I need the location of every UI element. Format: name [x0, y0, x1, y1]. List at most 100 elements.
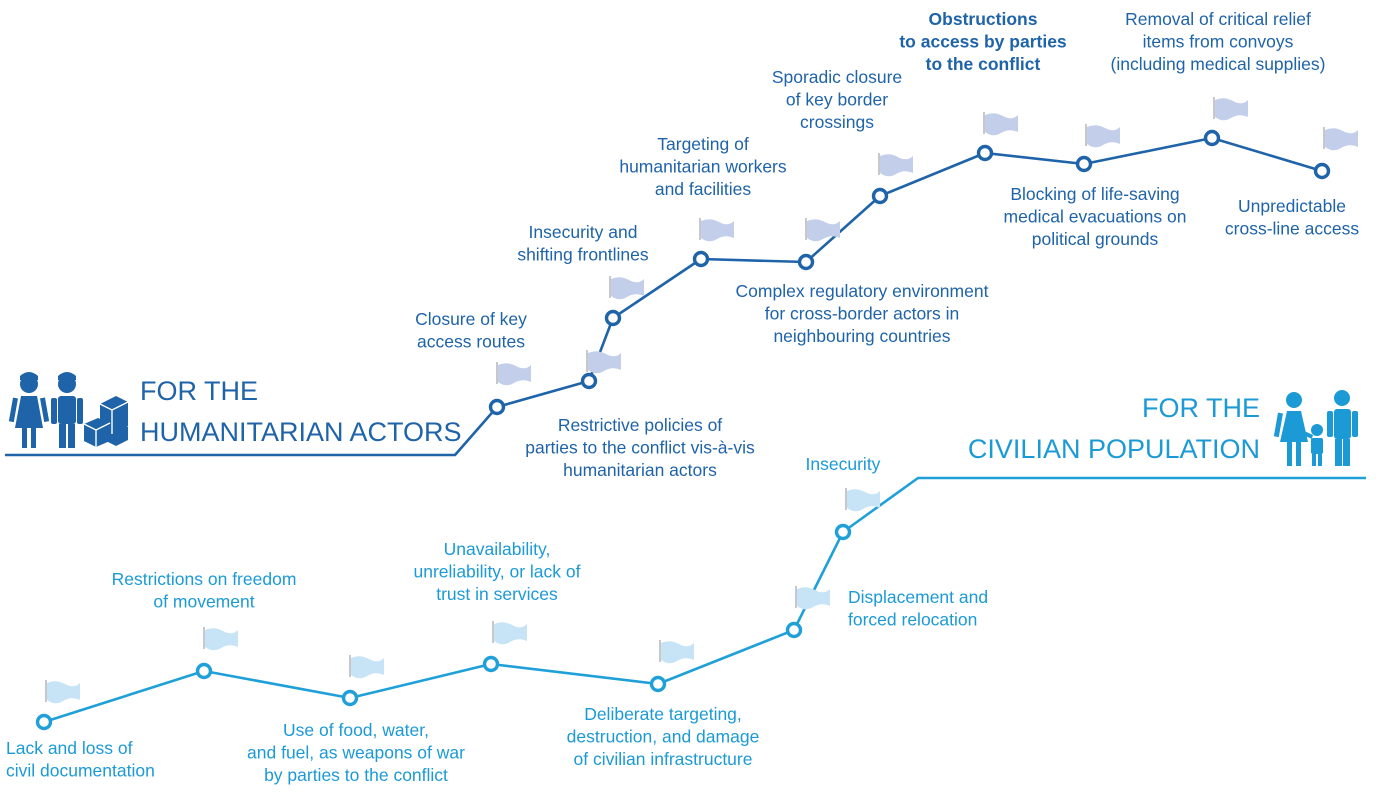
civilian-title-line2: CIVILIAN POPULATION: [968, 434, 1260, 464]
civilian-step-3-label: Use of food, water, and fuel, as weapons …: [247, 720, 465, 785]
humanitarian-flag-icon: [1323, 127, 1358, 151]
humanitarian-flag-icon: [805, 218, 840, 242]
civilian-step-2-label-line: of movement: [153, 592, 254, 612]
humanitarian-step-8-label-line: political grounds: [1032, 229, 1159, 249]
humanitarian-step-3-label-line: Insecurity and: [529, 222, 638, 242]
civilian-flag-icon: [795, 586, 830, 610]
humanitarian-title: FOR THE HUMANITARIAN ACTORS: [140, 376, 462, 447]
civilian-title: FOR THE CIVILIAN POPULATION: [968, 393, 1260, 464]
humanitarian-step-6-label-line: Sporadic closure: [772, 67, 902, 87]
humanitarian-flag-icon: [983, 112, 1018, 136]
humanitarian-step-node: [797, 253, 815, 271]
humanitarian-step-7-label-line: to access by parties: [899, 32, 1067, 52]
civilian-step-3-label-line: and fuel, as weapons of war: [247, 743, 465, 763]
civilian-step-node: [834, 523, 852, 541]
humanitarian-step-2-label-line: access routes: [417, 332, 525, 352]
humanitarian-step-node: [1203, 129, 1221, 147]
nodes-layer: [35, 129, 1331, 731]
civilian-step-node: [482, 655, 500, 673]
humanitarian-step-node: [604, 309, 622, 327]
civilian-step-1-label: Lack and loss of civil documentation: [6, 738, 155, 781]
civilian-flag-icon: [659, 640, 694, 664]
humanitarian-step-5-label: Complex regulatory environment for cross-…: [736, 281, 989, 346]
humanitarian-step-8-label-line: Blocking of life-saving: [1010, 184, 1179, 204]
labels-layer: Restrictive policies of parties to the co…: [6, 9, 1359, 785]
civilian-step-7-label: Insecurity: [806, 454, 881, 474]
civilian-step-4-label-line: unreliability, or lack of: [414, 562, 581, 582]
humanitarian-step-6-label-line: crossings: [800, 112, 874, 132]
civilian-step-node: [341, 689, 359, 707]
family-icon: [1273, 390, 1358, 466]
humanitarian-step-1-label: Restrictive policies of parties to the co…: [525, 415, 755, 480]
civilian-step-1-label-line: civil documentation: [6, 761, 155, 781]
civilian-step-3-label-line: Use of food, water,: [283, 720, 429, 740]
civilian-step-2-label-line: Restrictions on freedom: [112, 569, 297, 589]
humanitarian-step-10-label-line: cross-line access: [1225, 219, 1359, 239]
aid-workers-with-boxes-icon: [8, 372, 129, 448]
humanitarian-step-3-label: Insecurity and shifting frontlines: [517, 222, 649, 265]
civilian-step-6-label-line: forced relocation: [848, 610, 977, 630]
civilian-step-5-label-line: Deliberate targeting,: [584, 704, 742, 724]
humanitarian-step-5-label-line: for cross-border actors in: [765, 304, 960, 324]
humanitarian-step-4-label-line: and facilities: [655, 179, 752, 199]
humanitarian-title-line1: FOR THE: [140, 376, 258, 406]
civilian-flag-icon: [203, 627, 238, 651]
humanitarian-path-line: [5, 136, 1323, 457]
civilian-step-4-label-line: Unavailability,: [444, 539, 551, 559]
humanitarian-step-5-label-line: Complex regulatory environment: [736, 281, 989, 301]
civilian-flag-icon: [845, 488, 880, 512]
humanitarian-step-1-label-line: humanitarian actors: [563, 460, 717, 480]
civilian-step-5-label: Deliberate targeting, destruction, and da…: [567, 704, 760, 769]
humanitarian-step-1-label-line: Restrictive policies of: [558, 415, 722, 435]
humanitarian-step-9-label-line: items from convoys: [1143, 32, 1294, 52]
humanitarian-step-node: [580, 372, 598, 390]
humanitarian-title-line2: HUMANITARIAN ACTORS: [140, 417, 462, 447]
civilian-step-node: [649, 675, 667, 693]
humanitarian-step-node: [692, 250, 710, 268]
humanitarian-step-8-label-line: medical evacuations on: [1004, 207, 1187, 227]
humanitarian-step-3-label-line: shifting frontlines: [517, 245, 649, 265]
flags-layer: [45, 97, 1358, 704]
civilian-step-node: [35, 713, 53, 731]
civilian-flag-icon: [349, 655, 384, 679]
civilian-step-4-label: Unavailability, unreliability, or lack of…: [414, 539, 581, 604]
humanitarian-step-2-label-line: Closure of key: [415, 309, 527, 329]
humanitarian-step-5-label-line: neighbouring countries: [773, 326, 950, 346]
humanitarian-step-4-label-line: Targeting of: [657, 134, 749, 154]
civilian-step-5-label-line: destruction, and damage: [567, 727, 760, 747]
humanitarian-step-6-label-line: of key border: [786, 90, 888, 110]
humanitarian-step-4-label-line: humanitarian workers: [619, 157, 787, 177]
humanitarian-step-10-label-line: Unpredictable: [1238, 196, 1346, 216]
civilian-step-5-label-line: of civilian infrastructure: [574, 749, 753, 769]
humanitarian-flag-icon: [586, 350, 621, 374]
humanitarian-step-9-label-line: (including medical supplies): [1111, 54, 1326, 74]
humanitarian-step-node: [488, 398, 506, 416]
humanitarian-flag-icon: [496, 362, 531, 386]
humanitarian-flag-icon: [1213, 97, 1248, 121]
civilian-flag-icon: [492, 621, 527, 645]
civilian-step-node: [195, 662, 213, 680]
civilian-step-2-label: Restrictions on freedom of movement: [112, 569, 297, 612]
humanitarian-step-7-label-line: Obstructions: [929, 9, 1038, 29]
humanitarian-step-node: [976, 144, 994, 162]
civilian-step-3-label-line: by parties to the conflict: [264, 765, 448, 785]
humanitarian-flag-icon: [609, 276, 644, 300]
humanitarian-flag-icon: [1085, 124, 1120, 148]
civilian-step-7-label-line: Insecurity: [806, 454, 881, 474]
civilian-step-node: [785, 621, 803, 639]
humanitarian-step-1-label-line: parties to the conflict vis-à-vis: [525, 438, 755, 458]
humanitarian-step-8-label: Blocking of life-saving medical evacuatio…: [1004, 184, 1187, 249]
humanitarian-step-10-label: Unpredictable cross-line access: [1225, 196, 1359, 239]
humanitarian-flag-icon: [699, 218, 734, 242]
humanitarian-step-7-label-line: to the conflict: [926, 54, 1041, 74]
civilian-step-1-label-line: Lack and loss of: [6, 738, 133, 758]
civilian-step-4-label-line: trust in services: [436, 584, 558, 604]
humanitarian-step-node: [1075, 155, 1093, 173]
